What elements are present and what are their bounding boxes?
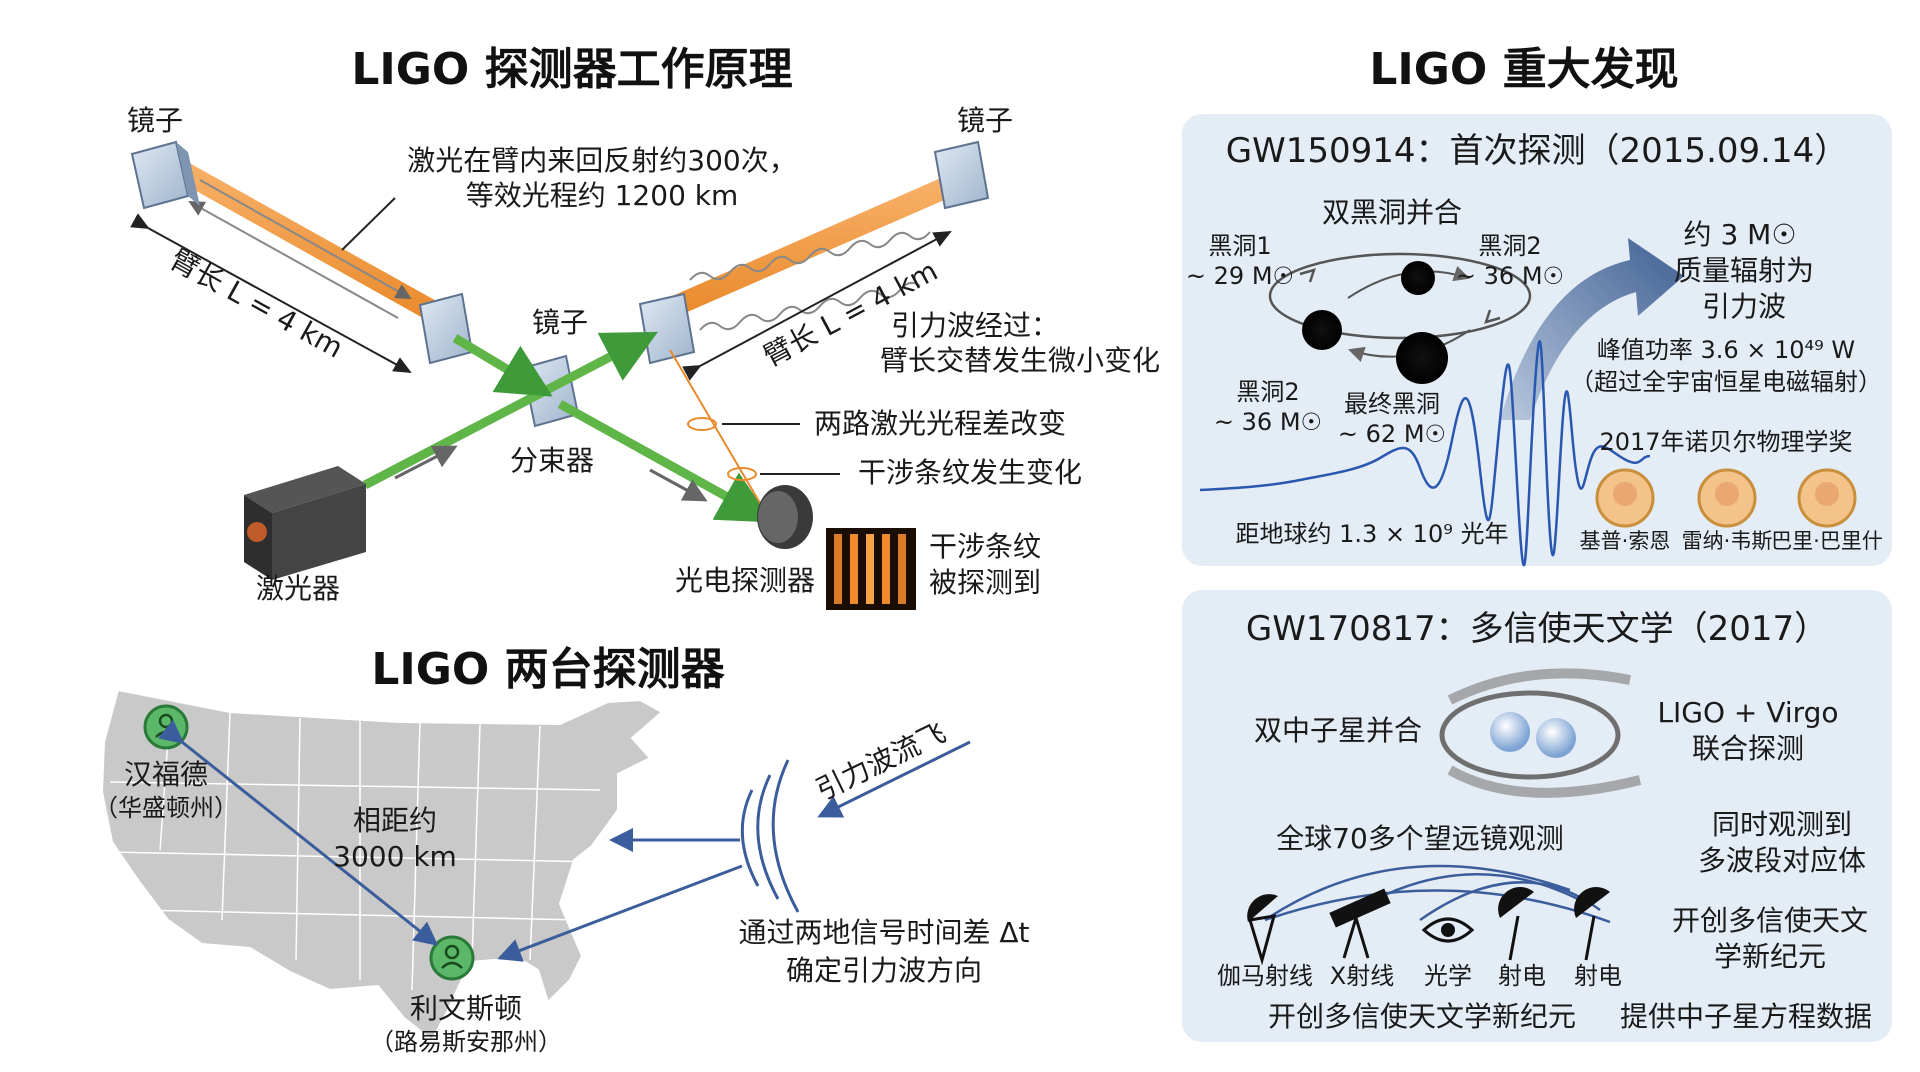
gw-pass-line-2: 臂长交替发生微小变化 xyxy=(880,344,1160,377)
laser-direction-arrow xyxy=(394,445,458,480)
bounce-note-line-2: 等效光程约 1200 km xyxy=(466,179,739,212)
livingston-state-label: （路易斯安那州） xyxy=(370,1028,562,1056)
beam-marker-2 xyxy=(727,467,757,481)
peak-power: 峰值功率 3.6 × 10⁴⁹ W xyxy=(1597,336,1855,364)
green-beams xyxy=(362,331,773,523)
bh2-mass: ~ 36 M☉ xyxy=(1456,262,1564,290)
distance-label: 距地球约 1.3 × 10⁹ 光年 xyxy=(1236,520,1509,548)
fringe-detected-line-2: 被探测到 xyxy=(929,566,1041,599)
gw150914-heading: GW150914：首次探测（2015.09.14） xyxy=(1226,131,1848,171)
direction-line-2: 确定引力波方向 xyxy=(786,954,982,987)
arm-left-label: 臂长 L = 4 km xyxy=(165,243,349,365)
direction-line-1: 通过两地信号时间差 Δt xyxy=(738,916,1029,949)
eye-icon xyxy=(1421,917,1475,943)
bns-merger-label: 双中子星并合 xyxy=(1254,714,1422,747)
neutron-star-merger xyxy=(1439,668,1642,798)
two-detectors-title: LIGO 两台探测器 xyxy=(371,644,725,695)
black-hole-2 xyxy=(1401,261,1435,295)
livingston-label: 利文斯顿 xyxy=(410,992,522,1025)
simul-line-2: 多波段对应体 xyxy=(1698,844,1866,877)
band-radio-2: 射电 xyxy=(1574,962,1622,990)
discoveries-title: LIGO 重大发现 xyxy=(1369,44,1678,95)
radio-dish-icon-2 xyxy=(1574,887,1610,961)
mirror-arm-left xyxy=(418,292,474,365)
bounce-pointer xyxy=(341,197,396,251)
output-direction-arrow xyxy=(649,468,708,502)
laureate-1: 基普·索恩 xyxy=(1580,529,1671,553)
radiated-line-1: 约 3 M☉ xyxy=(1684,218,1797,251)
black-hole-1 xyxy=(1302,310,1342,350)
fringe-pattern xyxy=(826,528,916,610)
footer-eos-data: 提供中子星方程数据 xyxy=(1620,1000,1872,1033)
fringe-change-label: 干涉条纹发生变化 xyxy=(858,456,1082,489)
principle-title: LIGO 探测器工作原理 xyxy=(351,44,792,95)
hanford-marker xyxy=(143,704,189,750)
hanford-state-label: （华盛顿州） xyxy=(94,794,238,822)
gw170817-heading: GW170817：多信使天文学（2017） xyxy=(1246,609,1828,649)
radio-dish-icon xyxy=(1498,887,1534,961)
radiation-arrow xyxy=(1500,238,1684,420)
peak-power-note: （超过全宇宙恒星电磁辐射） xyxy=(1570,368,1882,396)
bh2b-mass: ~ 36 M☉ xyxy=(1214,408,1322,436)
joint-line-2: 联合探测 xyxy=(1692,732,1804,765)
band-xray: X射线 xyxy=(1330,962,1394,990)
gamma-ray-icon xyxy=(1247,894,1278,966)
bh1-label: 黑洞1 xyxy=(1208,232,1271,260)
mirror-top-right xyxy=(933,140,990,210)
final-black-hole xyxy=(1396,332,1448,384)
joint-line-1: LIGO + Virgo xyxy=(1657,696,1838,729)
mirror-arm-right xyxy=(638,292,696,365)
new-era-line-1: 开创多信使天文 xyxy=(1672,904,1868,937)
bbh-merger-label: 双黑洞并合 xyxy=(1322,196,1462,229)
hanford-label: 汉福德 xyxy=(124,758,208,791)
distance-label-1: 相距约 xyxy=(353,804,437,837)
laureate-3: 巴里·巴里什 xyxy=(1771,529,1883,553)
final-bh-mass: ~ 62 M☉ xyxy=(1338,420,1446,448)
laser-device xyxy=(244,466,366,580)
mirror-center-label: 镜子 xyxy=(532,306,588,339)
laureate-portraits xyxy=(1595,468,1857,528)
gw-pass-line-1: 引力波经过： xyxy=(891,309,1059,342)
bh1-mass: ~ 29 M☉ xyxy=(1186,262,1294,290)
telescopes-label: 全球70多个望远镜观测 xyxy=(1276,822,1564,855)
gw-wave-arcs xyxy=(740,759,800,913)
band-optical: 光学 xyxy=(1424,962,1472,990)
radiated-line-2: 质量辐射为 xyxy=(1674,254,1814,287)
beam-marker-1 xyxy=(687,417,717,431)
gw-to-livingston-arrow xyxy=(497,864,743,962)
band-gamma: 伽马射线 xyxy=(1217,962,1313,990)
gw-incoming-arrow xyxy=(817,740,971,818)
bh2b-label: 黑洞2 xyxy=(1236,378,1299,406)
laser-label: 激光器 xyxy=(256,572,340,605)
distance-label-2: 3000 km xyxy=(333,840,457,873)
fringe-detected-line-1: 干涉条纹 xyxy=(929,530,1041,563)
photodetector-label: 光电探测器 xyxy=(675,564,815,597)
simul-line-1: 同时观测到 xyxy=(1712,808,1852,841)
nobel-label: 2017年诺贝尔物理学奖 xyxy=(1599,428,1852,456)
xray-telescope-icon xyxy=(1329,888,1391,959)
photodetector-device xyxy=(757,485,813,549)
chirp-waveform xyxy=(1199,340,1651,567)
mirror-top-left xyxy=(130,140,200,210)
path-change-label: 两路激光光程差改变 xyxy=(814,407,1066,440)
footer-new-era: 开创多信使天文学新纪元 xyxy=(1268,1000,1576,1033)
mirror-top-right-label: 镜子 xyxy=(957,104,1013,137)
final-bh-label: 最终黑洞 xyxy=(1344,390,1440,418)
band-radio-1: 射电 xyxy=(1498,962,1546,990)
mirror-top-left-label: 镜子 xyxy=(127,104,183,137)
laureate-2: 雷纳·韦斯 xyxy=(1682,529,1773,553)
bh2-label: 黑洞2 xyxy=(1478,232,1541,260)
distance-line xyxy=(158,719,439,946)
livingston-marker xyxy=(429,935,475,981)
bounce-note-line-1: 激光在臂内来回反射约300次， xyxy=(407,144,796,177)
radiated-line-3: 引力波 xyxy=(1702,290,1786,323)
new-era-line-2: 学新纪元 xyxy=(1714,940,1826,973)
arm-right-dimension xyxy=(682,231,952,381)
beamsplitter-label: 分束器 xyxy=(510,444,594,477)
arm-left-dimension xyxy=(130,213,412,373)
